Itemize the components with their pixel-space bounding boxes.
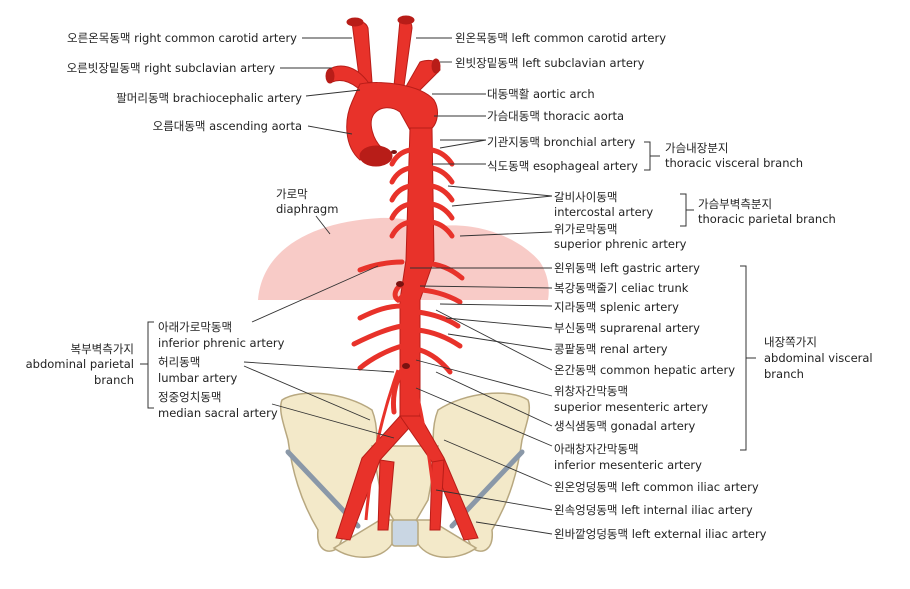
label-inferior-phrenic-en: inferior phrenic artery — [158, 336, 285, 350]
abdominal-branches — [351, 259, 465, 415]
label-right-common-carotid: 오른온목동맥 right common carotid artery — [67, 31, 297, 45]
label-suprarenal: 부신동맥 suprarenal artery — [554, 321, 700, 335]
label-diaphragm-en: diaphragm — [276, 202, 339, 216]
label-median-sacral-ko: 정중엉치동맥 — [158, 390, 222, 404]
label-left-subclavian: 왼빗장밑동맥 left subclavian artery — [455, 56, 645, 70]
label-gonadal: 생식샘동맥 gonadal artery — [554, 419, 696, 433]
label-left-common-carotid: 왼온목동맥 left common carotid artery — [455, 31, 667, 45]
label-thoracic-parietal-ko: 가슴부벽측분지 — [698, 197, 773, 211]
label-inferior-mesenteric-ko: 아래창자간막동맥 — [554, 442, 639, 456]
intercostal-branches — [389, 147, 455, 239]
label-thoracic-visceral-en: thoracic visceral branch — [665, 156, 804, 170]
label-esophageal: 식도동맥 esophageal artery — [487, 159, 638, 173]
label-common-hepatic: 온간동맥 common hepatic artery — [554, 363, 736, 377]
label-intercostal-ko: 갈비사이동맥 — [554, 190, 618, 204]
label-thoracic-parietal-en: thoracic parietal branch — [698, 212, 836, 226]
label-splenic: 지라동맥 splenic artery — [554, 300, 679, 314]
label-intercostal-en: intercostal artery — [554, 205, 654, 219]
label-aortic-arch: 대동맥활 aortic arch — [487, 87, 595, 101]
vessel-openings — [391, 150, 410, 369]
label-superior-mesenteric-ko: 위창자간막동맥 — [554, 384, 629, 398]
label-abdominal-parietal-ko: 복부벽측가지 — [70, 342, 134, 356]
label-superior-phrenic-ko: 위가로막동맥 — [554, 222, 618, 236]
label-thoracic-aorta: 가슴대동맥 thoracic aorta — [487, 109, 625, 123]
label-brachiocephalic: 팔머리동맥 brachiocephalic artery — [116, 91, 302, 105]
label-bronchial: 기관지동맥 bronchial artery — [487, 135, 636, 149]
label-celiac: 복강동맥줄기 celiac trunk — [554, 281, 689, 295]
label-abdominal-visceral-ko: 내장쪽가지 — [764, 335, 817, 349]
label-lumbar-en: lumbar artery — [158, 371, 238, 385]
label-left-external-iliac: 왼바깥엉덩동맥 left external iliac artery — [554, 527, 767, 541]
label-abdominal-visceral-en1: abdominal visceral — [764, 351, 873, 365]
label-diaphragm-ko: 가로막 — [276, 187, 308, 201]
label-abdominal-parietal-en1: abdominal parietal — [25, 357, 134, 371]
label-superior-phrenic-en: superior phrenic artery — [554, 237, 687, 251]
label-abdominal-visceral-en2: branch — [764, 367, 804, 381]
label-ascending-aorta: 오름대동맥 ascending aorta — [152, 119, 302, 133]
gonadal-vessels — [364, 369, 438, 521]
label-lumbar-ko: 허리동맥 — [158, 355, 201, 369]
label-right-subclavian: 오른빗장밑동맥 right subclavian artery — [66, 61, 275, 75]
label-left-internal-iliac: 왼속엉덩동맥 left internal iliac artery — [554, 503, 753, 517]
brackets — [140, 141, 756, 451]
label-abdominal-parietal-en2: branch — [94, 373, 134, 387]
label-superior-mesenteric-en: superior mesenteric artery — [554, 400, 709, 414]
label-inferior-mesenteric-en: inferior mesenteric artery — [554, 458, 702, 472]
label-inferior-phrenic-ko: 아래가로막동맥 — [158, 320, 233, 334]
label-median-sacral-en: median sacral artery — [158, 406, 278, 420]
label-renal: 콩팥동맥 renal artery — [554, 342, 668, 356]
label-left-common-iliac: 왼온엉덩동맥 left common iliac artery — [554, 480, 759, 494]
aorta — [325, 15, 479, 541]
diaphragm-shape — [258, 217, 549, 300]
leader-lines — [243, 37, 553, 535]
label-left-gastric: 왼위동맥 left gastric artery — [554, 261, 700, 275]
label-thoracic-visceral-ko: 가슴내장분지 — [665, 141, 729, 155]
